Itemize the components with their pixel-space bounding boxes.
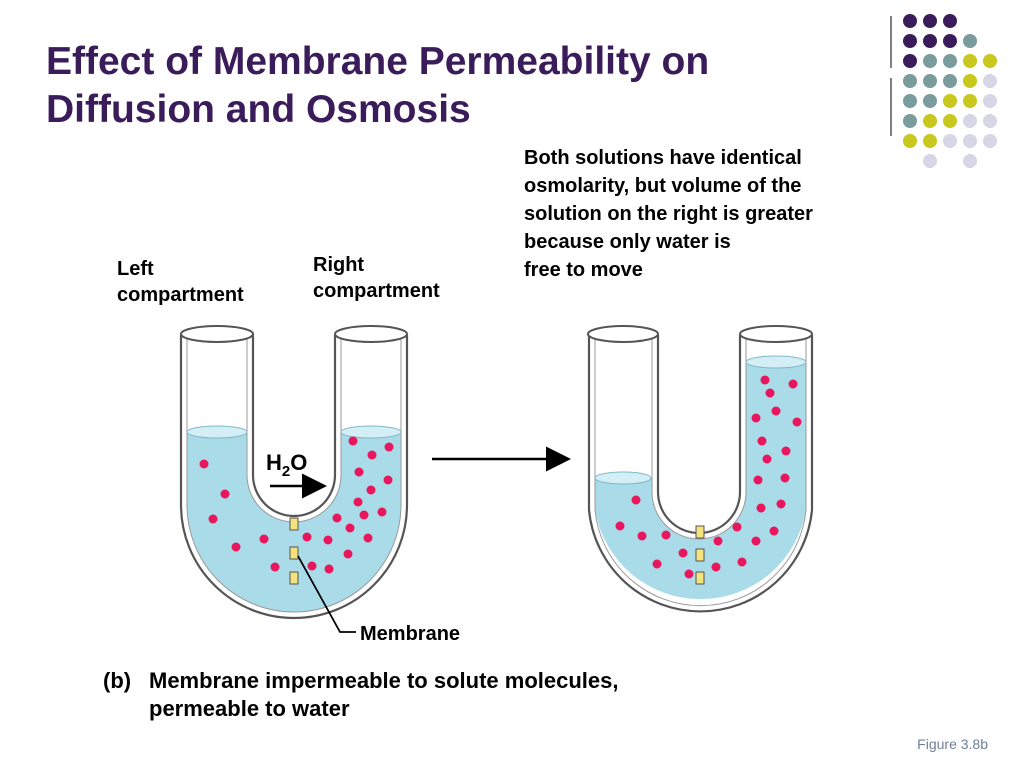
dot	[923, 114, 937, 128]
slide-title: Effect of Membrane Permeability on Diffu…	[46, 38, 866, 134]
tube-outline-outer	[179, 335, 409, 620]
dot	[983, 114, 997, 128]
caption-line: permeable to water	[149, 696, 350, 721]
dot	[903, 54, 917, 68]
dot	[923, 74, 937, 88]
meniscus-left	[186, 425, 248, 439]
dot	[903, 14, 917, 28]
dot	[943, 94, 957, 108]
tube-outline-inner	[656, 335, 742, 535]
dot	[923, 134, 937, 148]
membrane-label: Membrane	[360, 623, 460, 645]
dot	[943, 14, 957, 28]
dot	[943, 54, 957, 68]
dot	[903, 94, 917, 108]
dot	[963, 154, 977, 168]
decorative-dot-grid	[903, 14, 1015, 168]
tube-opening-right	[334, 325, 408, 343]
note-line: because only water is	[524, 231, 731, 253]
meniscus-right	[340, 425, 402, 439]
membrane-segment	[695, 525, 705, 539]
dot	[943, 114, 957, 128]
dot	[963, 94, 977, 108]
dot	[983, 94, 997, 108]
meniscus-right	[745, 355, 807, 369]
membrane-segment	[289, 546, 299, 560]
note-line: osmolarity, but volume of the	[524, 175, 802, 197]
caption-prefix: (b)	[103, 668, 132, 693]
dot	[923, 94, 937, 108]
tube-opening-left	[180, 325, 254, 343]
tube-wall-highlight-inner	[651, 335, 747, 540]
membrane-segment	[289, 517, 299, 531]
membrane-pointer-line	[297, 555, 356, 633]
divider-line-top	[890, 16, 892, 68]
dot	[983, 54, 997, 68]
dot	[903, 134, 917, 148]
solute-particles-after	[615, 375, 802, 579]
dot	[923, 34, 937, 48]
dot	[943, 134, 957, 148]
solute-particles-before	[199, 436, 394, 574]
dot	[923, 54, 937, 68]
dot	[923, 14, 937, 28]
slide-title-line-2: Diffusion and Osmosis	[46, 88, 471, 131]
tube-outline-outer	[587, 335, 814, 613]
tube-opening-left	[587, 325, 659, 343]
dot	[903, 74, 917, 88]
caption-line: Membrane impermeable to solute molecules…	[149, 668, 619, 693]
slide-title-line-1: Effect of Membrane Permeability on	[46, 40, 710, 83]
water-fill-before	[187, 428, 401, 612]
divider-line-bottom	[890, 78, 892, 136]
tube-opening-right	[739, 325, 813, 343]
u-tube-before: H2O	[179, 325, 409, 633]
meniscus-left	[594, 471, 652, 485]
dot	[963, 54, 977, 68]
dot	[943, 74, 957, 88]
note-line: free to move	[524, 259, 643, 281]
dot	[963, 74, 977, 88]
dot	[983, 74, 997, 88]
tube-wall-highlight	[186, 335, 402, 613]
left-compartment-label: Left compartment	[117, 258, 244, 306]
dot	[923, 154, 937, 168]
dot	[943, 34, 957, 48]
dot	[903, 34, 917, 48]
dot	[963, 134, 977, 148]
note-line: solution on the right is greater	[524, 203, 813, 225]
dot	[903, 114, 917, 128]
right-compartment-label: Right compartment	[313, 254, 440, 302]
h2o-label: H2O	[266, 450, 307, 480]
membrane-segment	[695, 548, 705, 562]
membrane-segment	[289, 571, 299, 585]
dot	[983, 134, 997, 148]
figure-reference: Figure 3.8b	[917, 736, 988, 752]
figure-caption: (b) Membrane impermeable to solute molec…	[103, 667, 803, 723]
u-tube-after	[587, 325, 814, 613]
tube-wall-highlight	[594, 335, 807, 607]
tube-wall-highlight-inner	[246, 335, 342, 523]
dot	[963, 34, 977, 48]
diagram-note: Both solutions have identical osmolarity…	[524, 144, 904, 284]
tube-outline-inner	[251, 335, 337, 518]
note-line: Both solutions have identical	[524, 147, 802, 169]
membrane-segment	[695, 571, 705, 585]
dot	[963, 114, 977, 128]
